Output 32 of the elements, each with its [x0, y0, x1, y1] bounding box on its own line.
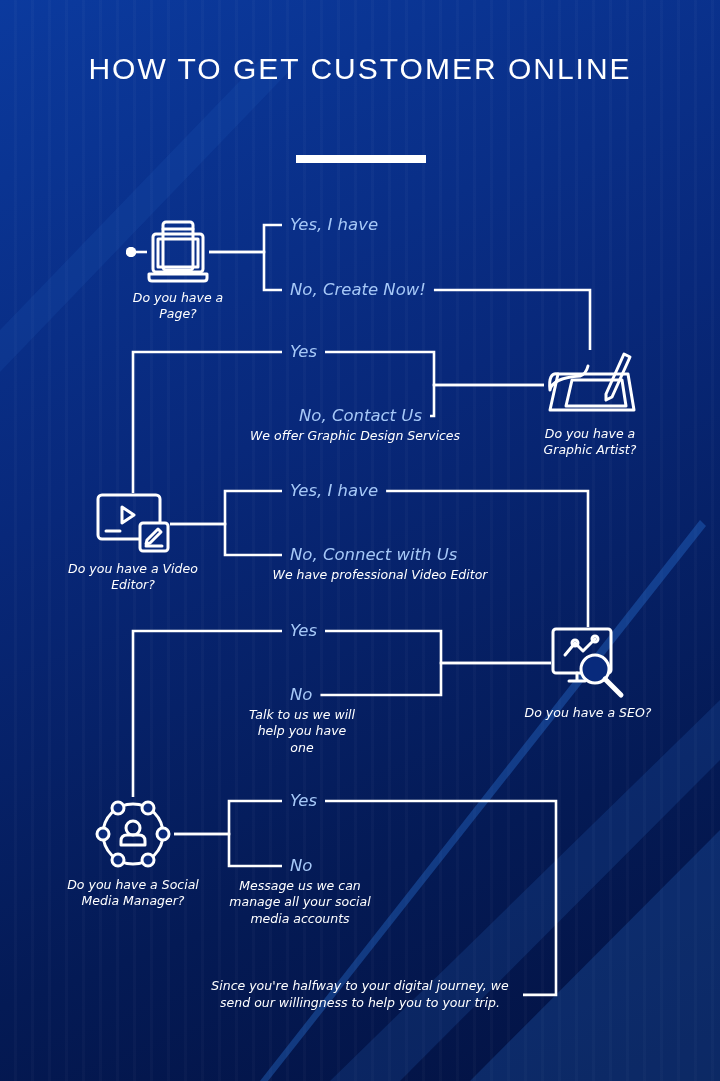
answer-text: No, Connect with Us [290, 545, 458, 565]
connector-line [170, 522, 282, 557]
note-text: Talk to us we will help you have one [247, 707, 357, 756]
answer-text: No [290, 685, 313, 705]
question-text: Do you have a Page? [131, 290, 225, 322]
title: HOW TO GET CUSTOMER ONLINE [87, 52, 633, 86]
connector-line [131, 350, 282, 493]
connector-line [125, 246, 147, 258]
answer-text: Yes, I have [290, 215, 379, 235]
question-text: Do you have a Social Media Manager? [66, 877, 200, 909]
connector-line [430, 383, 544, 418]
answer-text: Yes [290, 342, 317, 362]
answer-text: No, Contact Us [298, 406, 422, 426]
answer-text: Yes [290, 791, 317, 811]
answer-text: No [290, 856, 313, 876]
closing-message: Since you're halfway to your digital journey, we send our willingness to help you to your trip. [205, 978, 515, 1012]
connector-line [433, 288, 592, 350]
connector-line [131, 629, 282, 797]
connector-line [386, 489, 590, 627]
connector-line [174, 832, 282, 868]
question-text: Do you have a SEO? [524, 705, 652, 721]
answer-text: Yes [290, 621, 317, 641]
connector-line [325, 799, 558, 997]
connector-line [320, 661, 551, 697]
note-text: Message us we can manage all your social media accounts [228, 878, 372, 927]
note-text: We offer Graphic Design Services [249, 428, 461, 445]
connector-line [209, 250, 282, 292]
note-text: We have professional Video Editor [271, 567, 489, 584]
answer-text: Yes, I have [290, 481, 379, 501]
answer-text: No, Create Now! [290, 280, 426, 300]
question-text: Do you have a Graphic Artist? [542, 426, 638, 458]
question-text: Do you have a Video Editor? [68, 561, 198, 593]
